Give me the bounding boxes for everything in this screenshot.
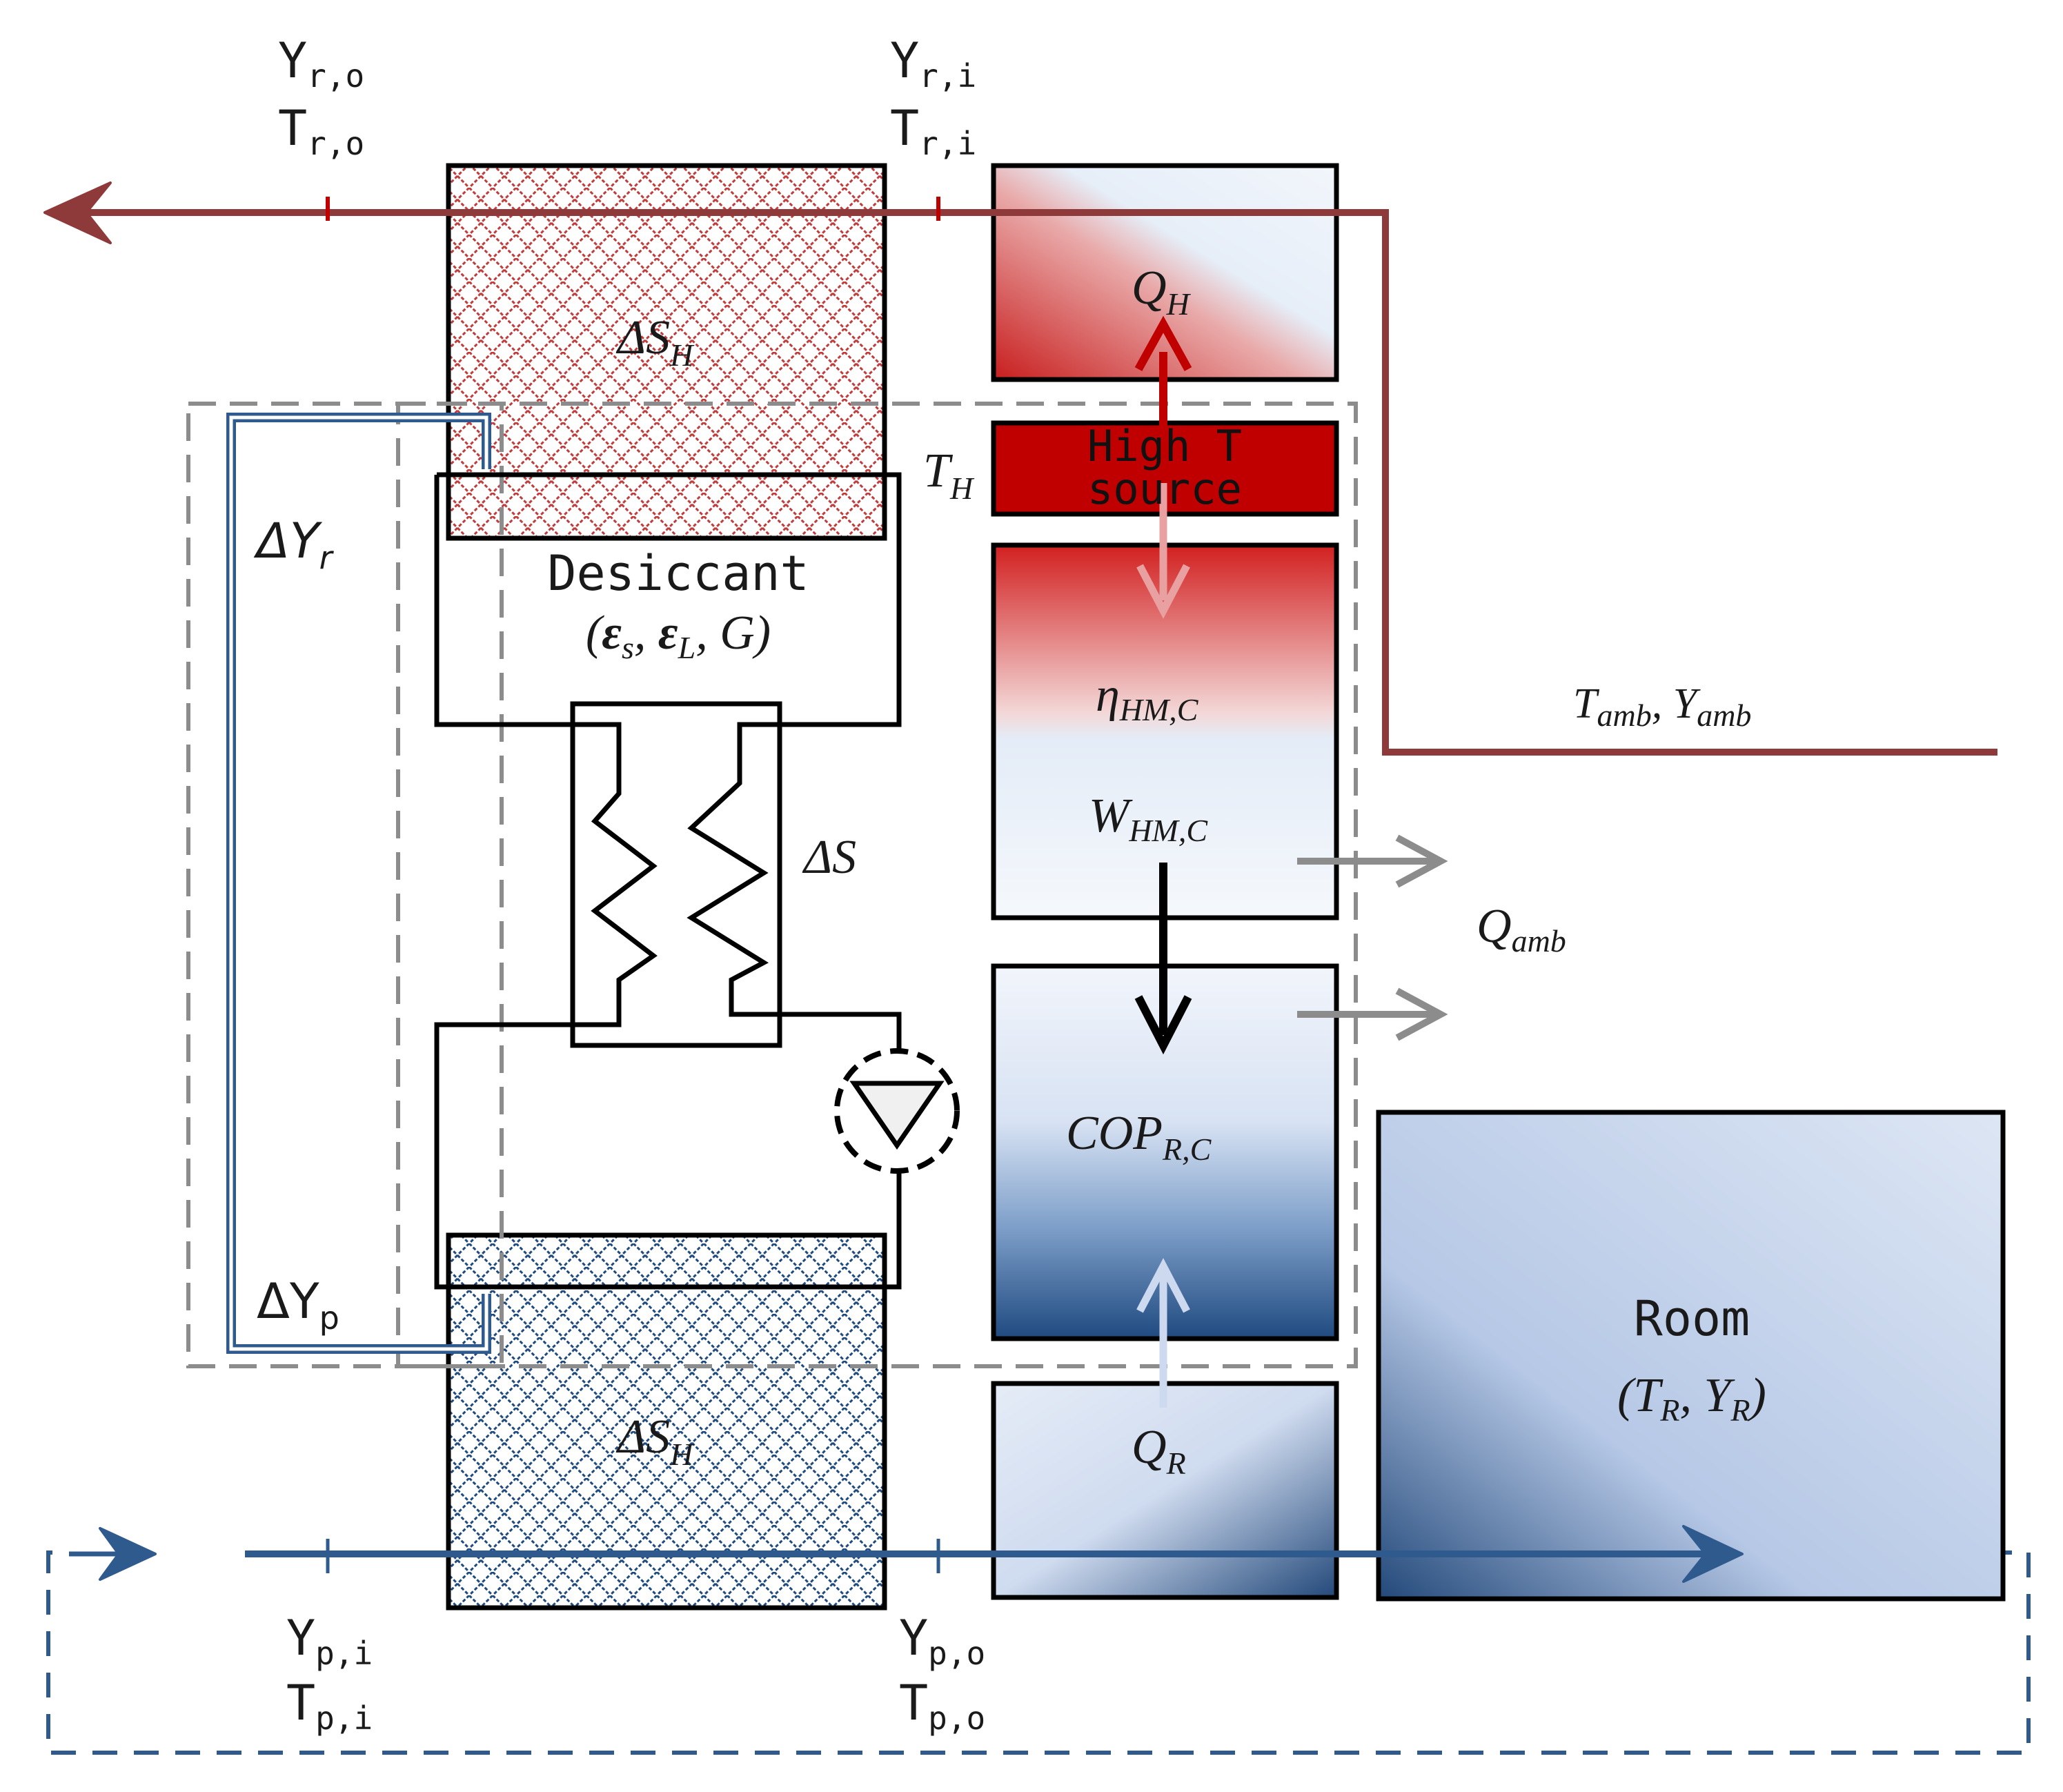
humidity-transfer-channel-inner — [229, 415, 488, 1351]
label-T-r-i: Tr,i — [890, 100, 976, 162]
label-Y-p-o: Yp,o — [899, 1610, 985, 1672]
pump-triangle — [849, 1081, 945, 1150]
label-Y-r-o: Yr,o — [278, 32, 364, 95]
label-T-r-o: Tr,o — [278, 100, 364, 162]
room-label: Room — [1634, 1290, 1750, 1347]
high-t-source-line1: High T — [1087, 421, 1242, 471]
process-hmx-hatched-block — [446, 1232, 887, 1611]
label-Q-H: QH — [1132, 262, 1192, 322]
label-Q-R: QR — [1132, 1421, 1186, 1481]
label-eta-HM-C: ηHM,C — [1096, 669, 1199, 727]
label-T-p-o: Tp,o — [899, 1675, 985, 1737]
heat-input-arrow-head — [1136, 564, 1190, 619]
qamb-arrow-lower-head — [1395, 987, 1448, 1041]
label-Y-r-i: Yr,i — [890, 32, 976, 95]
room-block — [1376, 1110, 2006, 1602]
room-params: (TR, YR) — [1617, 1369, 1766, 1428]
label-T-p-i: Tp,i — [286, 1675, 373, 1737]
label-ambient-state: Tamb, Yamb — [1573, 680, 1751, 733]
label-delta-Y-r: ΔYr — [253, 513, 335, 576]
regeneration-air-arrow-head — [43, 181, 112, 244]
regeneration-air-line — [79, 209, 1997, 756]
label-delta-Y-p: ΔYp — [257, 1273, 339, 1337]
heat-reservoir-QR — [991, 1381, 1339, 1600]
label-W-HM-C: WHM,C — [1089, 789, 1208, 848]
qr-arrow-head — [1136, 1258, 1190, 1313]
hx-coil-right — [687, 722, 899, 1017]
process-air-return-loop — [46, 1550, 2031, 1755]
recuperative-heat-exchanger — [570, 701, 782, 1048]
label-delta-S-H-bottom: ΔSH — [615, 1410, 695, 1472]
desiccant-params: (εs, εL, G) — [586, 607, 771, 665]
label-delta-S-H-top: ΔSH — [615, 311, 695, 373]
label-delta-S: ΔS — [802, 831, 856, 884]
label-Y-p-i: Yp,i — [286, 1610, 373, 1672]
control-volume-inner — [396, 402, 504, 1368]
label-T-H: TH — [923, 444, 975, 506]
hx-coil-left — [437, 722, 658, 1027]
qh-arrow-head — [1134, 315, 1192, 371]
control-volume-outer — [186, 402, 1358, 1368]
high-t-source-line2: source — [1087, 464, 1242, 514]
desiccant-loop-right — [780, 1012, 902, 1052]
label-Q-amb: Qamb — [1477, 900, 1566, 958]
work-arrow-head — [1134, 995, 1192, 1055]
desiccant-label: Desiccant — [547, 545, 809, 602]
process-air-arrow-head — [1682, 1525, 1744, 1583]
label-COP-R-C: COPR,C — [1066, 1107, 1212, 1167]
qamb-arrow-upper-head — [1395, 834, 1448, 888]
